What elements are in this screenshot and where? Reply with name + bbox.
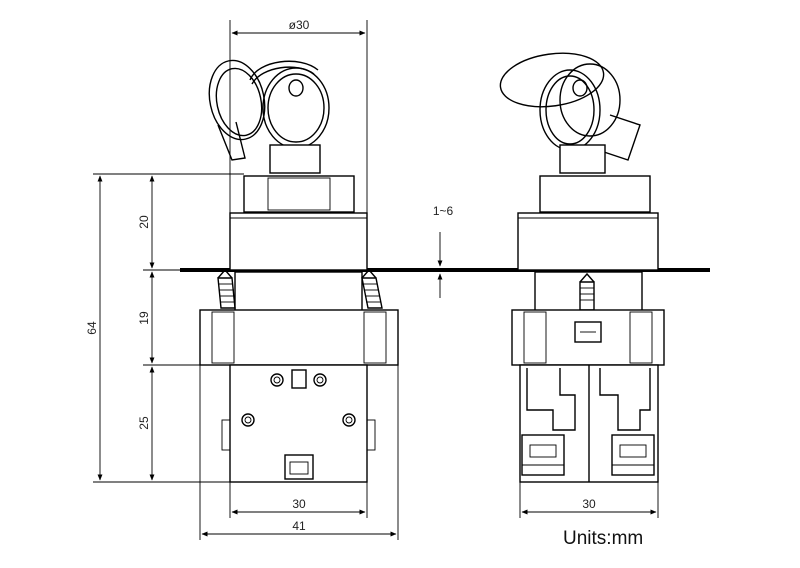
front-view xyxy=(199,59,399,483)
dimension-lines xyxy=(93,20,659,540)
dim-block-height: 25 xyxy=(137,416,151,430)
dim-panel-thickness: 1~6 xyxy=(433,204,454,218)
dim-mid-height: 19 xyxy=(137,311,151,325)
side-view xyxy=(499,52,665,483)
screw-icon xyxy=(361,268,383,309)
key-icon xyxy=(499,52,641,161)
dim-overall-height: 64 xyxy=(85,321,99,335)
terminal-icon xyxy=(521,368,655,476)
dim-head-height: 20 xyxy=(137,215,151,229)
units-label: Units:mm xyxy=(563,528,644,549)
dim-right-block-width: 30 xyxy=(582,497,596,511)
dim-left-overall-width: 41 xyxy=(292,519,306,533)
key-icon xyxy=(208,59,330,161)
screw-icon xyxy=(217,268,236,309)
dim-diameter: ø30 xyxy=(289,18,310,32)
terminal-icon xyxy=(241,369,356,480)
dim-left-block-width: 30 xyxy=(292,497,306,511)
